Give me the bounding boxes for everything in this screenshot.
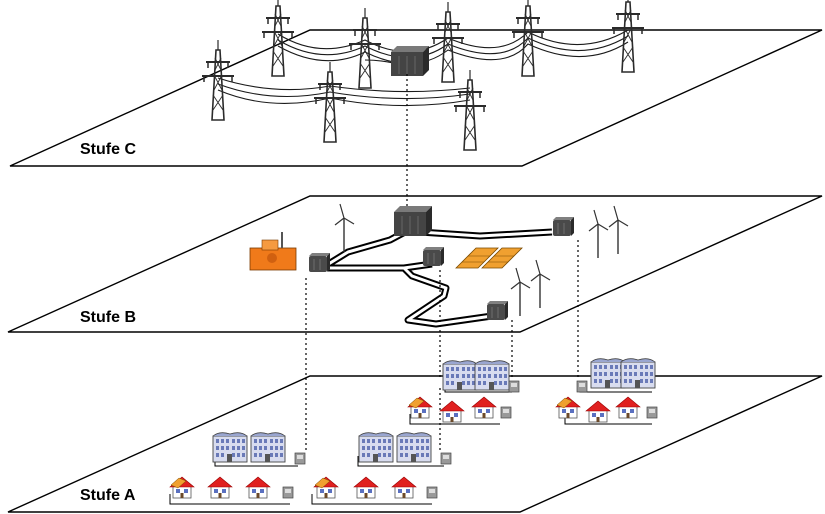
meter-box-icon (577, 381, 587, 392)
apartment-building-icon (359, 433, 393, 462)
transformer-icon (487, 301, 508, 320)
apartment-building-icon (397, 433, 431, 462)
level-b-label: Stufe B (80, 309, 136, 326)
meter-box-icon (283, 487, 293, 498)
meter-box-icon (427, 487, 437, 498)
apartment-building-icon (443, 361, 477, 390)
transformer-icon (553, 217, 574, 236)
transformer-icon (423, 247, 444, 266)
level-a-label: Stufe A (80, 487, 136, 504)
meter-box-icon (509, 381, 519, 392)
meter-box-icon (295, 453, 305, 464)
transformer-icon (391, 46, 429, 76)
meter-box-icon (501, 407, 511, 418)
transformer-icon (309, 253, 330, 272)
apartment-building-icon (475, 361, 509, 390)
transformer-icon (394, 206, 432, 236)
apartment-building-icon (251, 433, 285, 462)
apartment-building-icon (621, 359, 655, 388)
level-c-label: Stufe C (80, 141, 136, 158)
apartment-building-icon (213, 433, 247, 462)
apartment-building-icon (591, 359, 625, 388)
meter-box-icon (647, 407, 657, 418)
meter-box-icon (441, 453, 451, 464)
